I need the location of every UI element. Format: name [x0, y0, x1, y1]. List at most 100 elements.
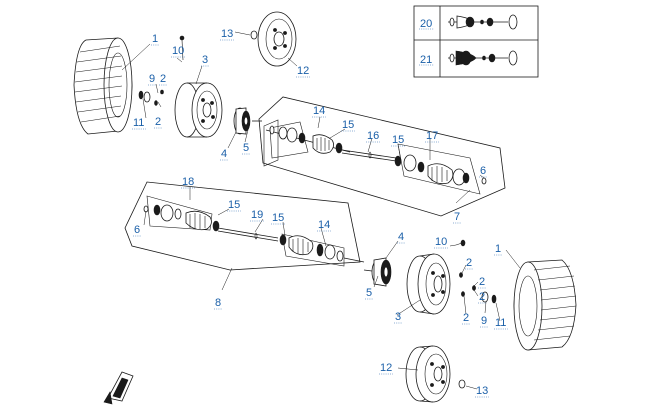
callout-5a[interactable]: 5 [242, 142, 250, 155]
hub-nut-set-rear-right[interactable] [455, 239, 497, 304]
callout-15a[interactable]: 15 [341, 119, 355, 132]
callout-10a[interactable]: 10 [171, 45, 185, 58]
inner-boot-kit-14-lower [279, 233, 365, 267]
callout-14b[interactable]: 14 [317, 219, 331, 232]
legend-item-21[interactable]: 21 [419, 50, 518, 66]
rim-rear-right[interactable] [406, 253, 451, 315]
callout-9a[interactable]: 9 [148, 73, 156, 86]
callout-17[interactable]: 17 [425, 130, 439, 143]
hub-nut-set-front-left[interactable] [138, 35, 185, 106]
svg-text:15: 15 [392, 134, 404, 146]
callout-1a[interactable]: 1 [151, 33, 159, 46]
callout-18[interactable]: 18 [181, 176, 195, 189]
callout-16[interactable]: 16 [366, 130, 380, 143]
svg-text:7: 7 [454, 211, 460, 223]
callout-4a[interactable]: 4 [220, 148, 228, 161]
callout-1b[interactable]: 1 [494, 243, 502, 256]
rim-spare-bottom[interactable] [405, 345, 466, 403]
callout-9b[interactable]: 9 [480, 315, 488, 328]
tire-rear-right[interactable] [513, 259, 577, 351]
svg-text:3: 3 [202, 54, 208, 66]
legend-box: 20 21 [413, 5, 539, 78]
svg-text:11: 11 [495, 317, 506, 329]
callout-3a[interactable]: 3 [201, 54, 209, 67]
rim-spare-top[interactable] [250, 11, 297, 67]
callout-labels: 1 10 3 9 2 2 11 13 12 4 5 14 15 16 15 17… [132, 28, 508, 398]
tire-front-left[interactable] [73, 37, 133, 135]
callout-2f[interactable]: 2 [462, 312, 470, 325]
drive-shaft-assembly-8[interactable] [124, 181, 365, 271]
callout-2c[interactable]: 2 [465, 257, 473, 270]
callout-12a[interactable]: 12 [296, 65, 310, 78]
callout-13a[interactable]: 13 [220, 28, 234, 41]
legend-shaft-icon-21 [448, 50, 518, 66]
svg-text:19: 19 [251, 209, 263, 221]
svg-text:11: 11 [133, 117, 144, 129]
callout-14a[interactable]: 14 [312, 105, 326, 118]
svg-text:13: 13 [476, 385, 488, 397]
svg-text:12: 12 [297, 65, 309, 77]
direction-arrow-icon [103, 371, 134, 405]
callout-2e[interactable]: 2 [478, 291, 486, 304]
legend-shaft-icon-20 [448, 14, 518, 30]
callout-4b[interactable]: 4 [397, 231, 405, 244]
callout-2a[interactable]: 2 [159, 73, 167, 86]
callout-6a[interactable]: 6 [479, 165, 487, 178]
callout-8[interactable]: 8 [214, 297, 222, 310]
svg-text:10: 10 [435, 236, 447, 248]
callout-3b[interactable]: 3 [394, 311, 402, 324]
svg-text:5: 5 [366, 287, 372, 299]
callout-15b[interactable]: 15 [391, 134, 405, 147]
svg-text:3: 3 [395, 311, 401, 323]
callout-7[interactable]: 7 [453, 211, 461, 224]
svg-text:2: 2 [155, 116, 161, 128]
callout-15c[interactable]: 15 [227, 199, 241, 212]
callout-11a[interactable]: 11 [132, 117, 146, 130]
outer-boot-kit-17 [394, 143, 481, 195]
callout-2b[interactable]: 2 [154, 116, 162, 129]
callout-5b[interactable]: 5 [365, 287, 373, 300]
svg-text:9: 9 [149, 73, 155, 85]
callout-11b[interactable]: 11 [494, 317, 508, 330]
svg-text:10: 10 [172, 45, 184, 57]
callout-13b[interactable]: 13 [475, 385, 489, 398]
svg-text:15: 15 [272, 212, 284, 224]
svg-text:2: 2 [466, 257, 472, 269]
drive-shaft-assembly-7[interactable] [258, 96, 506, 217]
callout-19[interactable]: 19 [250, 209, 264, 222]
svg-text:1: 1 [152, 33, 158, 45]
legend-label-20: 20 [420, 18, 432, 30]
svg-text:15: 15 [228, 199, 240, 211]
svg-text:15: 15 [342, 119, 354, 131]
svg-text:2: 2 [463, 312, 469, 324]
svg-text:2: 2 [479, 291, 485, 303]
svg-text:6: 6 [134, 224, 140, 236]
svg-text:1: 1 [495, 243, 501, 255]
svg-text:14: 14 [318, 219, 330, 231]
inner-boot-kit-14 [263, 119, 351, 167]
svg-text:16: 16 [367, 130, 379, 142]
callout-6b[interactable]: 6 [133, 224, 141, 237]
svg-text:2: 2 [479, 276, 485, 288]
svg-text:5: 5 [243, 142, 249, 154]
wheel-hub-rear-right[interactable] [363, 257, 392, 287]
shaft-16 [341, 149, 397, 162]
callout-12b[interactable]: 12 [379, 362, 393, 375]
callout-10b[interactable]: 10 [434, 236, 448, 249]
svg-text:17: 17 [426, 130, 438, 142]
svg-text:12: 12 [380, 362, 392, 374]
legend-item-20[interactable]: 20 [419, 14, 518, 30]
svg-text:14: 14 [313, 105, 325, 117]
svg-text:8: 8 [215, 297, 221, 309]
svg-text:4: 4 [398, 231, 404, 243]
callout-2d[interactable]: 2 [478, 276, 486, 289]
shaft-19 [217, 227, 279, 242]
wheel-hub-front-left[interactable] [233, 107, 262, 135]
rim-front-left[interactable] [174, 82, 223, 138]
svg-text:2: 2 [160, 73, 166, 85]
svg-text:9: 9 [481, 315, 487, 327]
svg-text:13: 13 [221, 28, 233, 40]
callout-15d[interactable]: 15 [271, 212, 285, 225]
legend-label-21: 21 [420, 54, 432, 66]
